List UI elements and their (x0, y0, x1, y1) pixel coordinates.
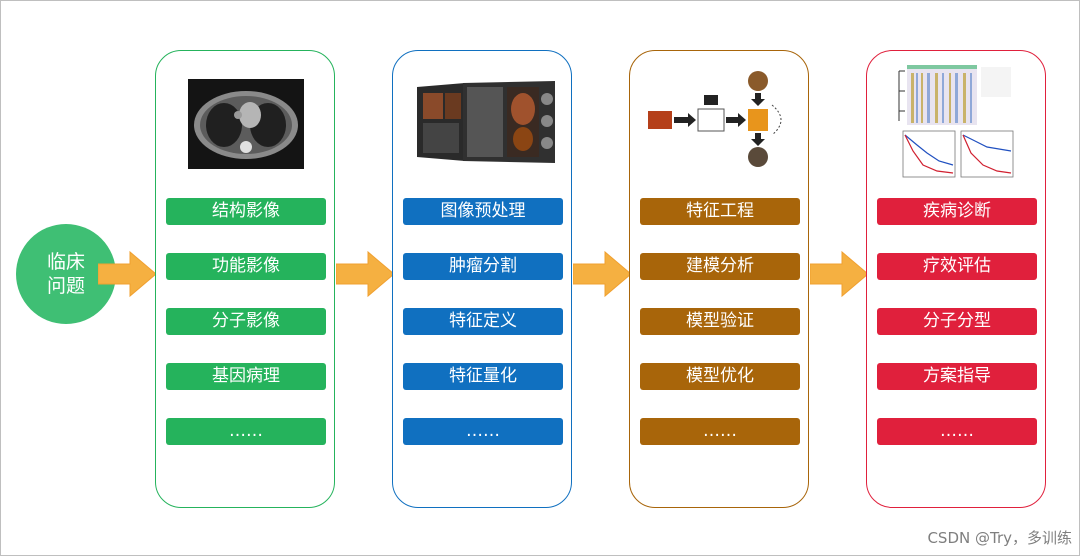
item-functional-imaging: 功能影像 (166, 253, 326, 280)
item-gene-pathology: 基因病理 (166, 363, 326, 390)
item-molecular-typing: 分子分型 (877, 308, 1037, 335)
item-model-optimization: 模型优化 (640, 363, 800, 390)
column-modeling: 特征工程 建模分析 模型验证 模型优化 …… (629, 50, 809, 508)
column-application: 疾病诊断 疗效评估 分子分型 方案指导 …… (866, 50, 1046, 508)
item-disease-diagnosis: 疾病诊断 (877, 198, 1037, 225)
modeling-flow-image (648, 71, 782, 167)
item-more-modeling: …… (640, 418, 800, 445)
column-imaging: 结构影像 功能影像 分子影像 基因病理 …… (155, 50, 335, 508)
arrow-start-to-imaging (98, 250, 157, 298)
segmentation-software-image (417, 81, 555, 163)
heatmap-survival-image (898, 65, 1014, 178)
watermark: CSDN @Try，多训练 (927, 529, 1072, 547)
arrow-modeling-to-application (810, 250, 869, 298)
item-image-preprocessing: 图像预处理 (403, 198, 563, 225)
item-feature-engineering: 特征工程 (640, 198, 800, 225)
item-more-imaging: …… (166, 418, 326, 445)
item-feature-definition: 特征定义 (403, 308, 563, 335)
column-processing: 图像预处理 肿瘤分割 特征定义 特征量化 …… (392, 50, 572, 508)
item-more-processing: …… (403, 418, 563, 445)
arrow-processing-to-modeling (573, 250, 632, 298)
item-treatment-guidance: 方案指导 (877, 363, 1037, 390)
item-efficacy-evaluation: 疗效评估 (877, 253, 1037, 280)
item-structural-imaging: 结构影像 (166, 198, 326, 225)
arrow-imaging-to-processing (336, 250, 395, 298)
item-tumor-segmentation: 肿瘤分割 (403, 253, 563, 280)
item-model-analysis: 建模分析 (640, 253, 800, 280)
ct-scan-image (188, 79, 304, 169)
item-molecular-imaging: 分子影像 (166, 308, 326, 335)
item-feature-quantification: 特征量化 (403, 363, 563, 390)
item-more-application: …… (877, 418, 1037, 445)
item-model-validation: 模型验证 (640, 308, 800, 335)
